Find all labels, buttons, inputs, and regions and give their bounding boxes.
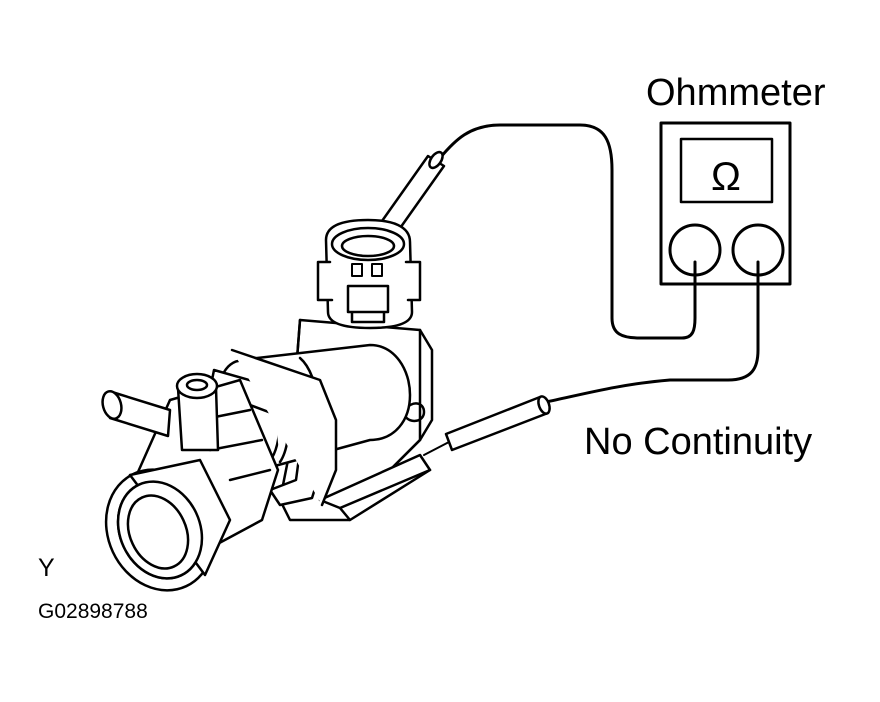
figure-code: G02898788 (38, 600, 148, 623)
ohmmeter-label: Ohmmeter (646, 72, 826, 114)
outlet-tube-bore (126, 494, 190, 570)
valve-mounting-tab-edge (338, 468, 432, 510)
ohmmeter: Ω (659, 121, 792, 286)
test-lead-upper (438, 123, 697, 340)
ohmmeter-display-symbol: Ω (711, 155, 741, 199)
connector-latch (346, 284, 390, 324)
probe-lower-tail (537, 395, 551, 415)
probe-upper-tail (428, 150, 444, 170)
probe-lower (423, 395, 551, 456)
connector-side-clips (316, 260, 422, 302)
vsv-valve (101, 218, 434, 592)
result-label: No Continuity (584, 421, 813, 463)
upper-nipple-bore (185, 378, 209, 392)
ohmmeter-display (679, 137, 774, 204)
connector-mouth-inner (340, 234, 396, 258)
retaining-clip-edge (230, 348, 338, 507)
connector-pins (351, 263, 383, 277)
side-nipple-end (101, 390, 123, 420)
corner-mark: Y (38, 554, 55, 582)
probe-lower-handle (444, 395, 550, 452)
test-leads (438, 123, 760, 404)
probe-lower-tip (423, 441, 450, 456)
test-lead-lower (544, 260, 760, 404)
